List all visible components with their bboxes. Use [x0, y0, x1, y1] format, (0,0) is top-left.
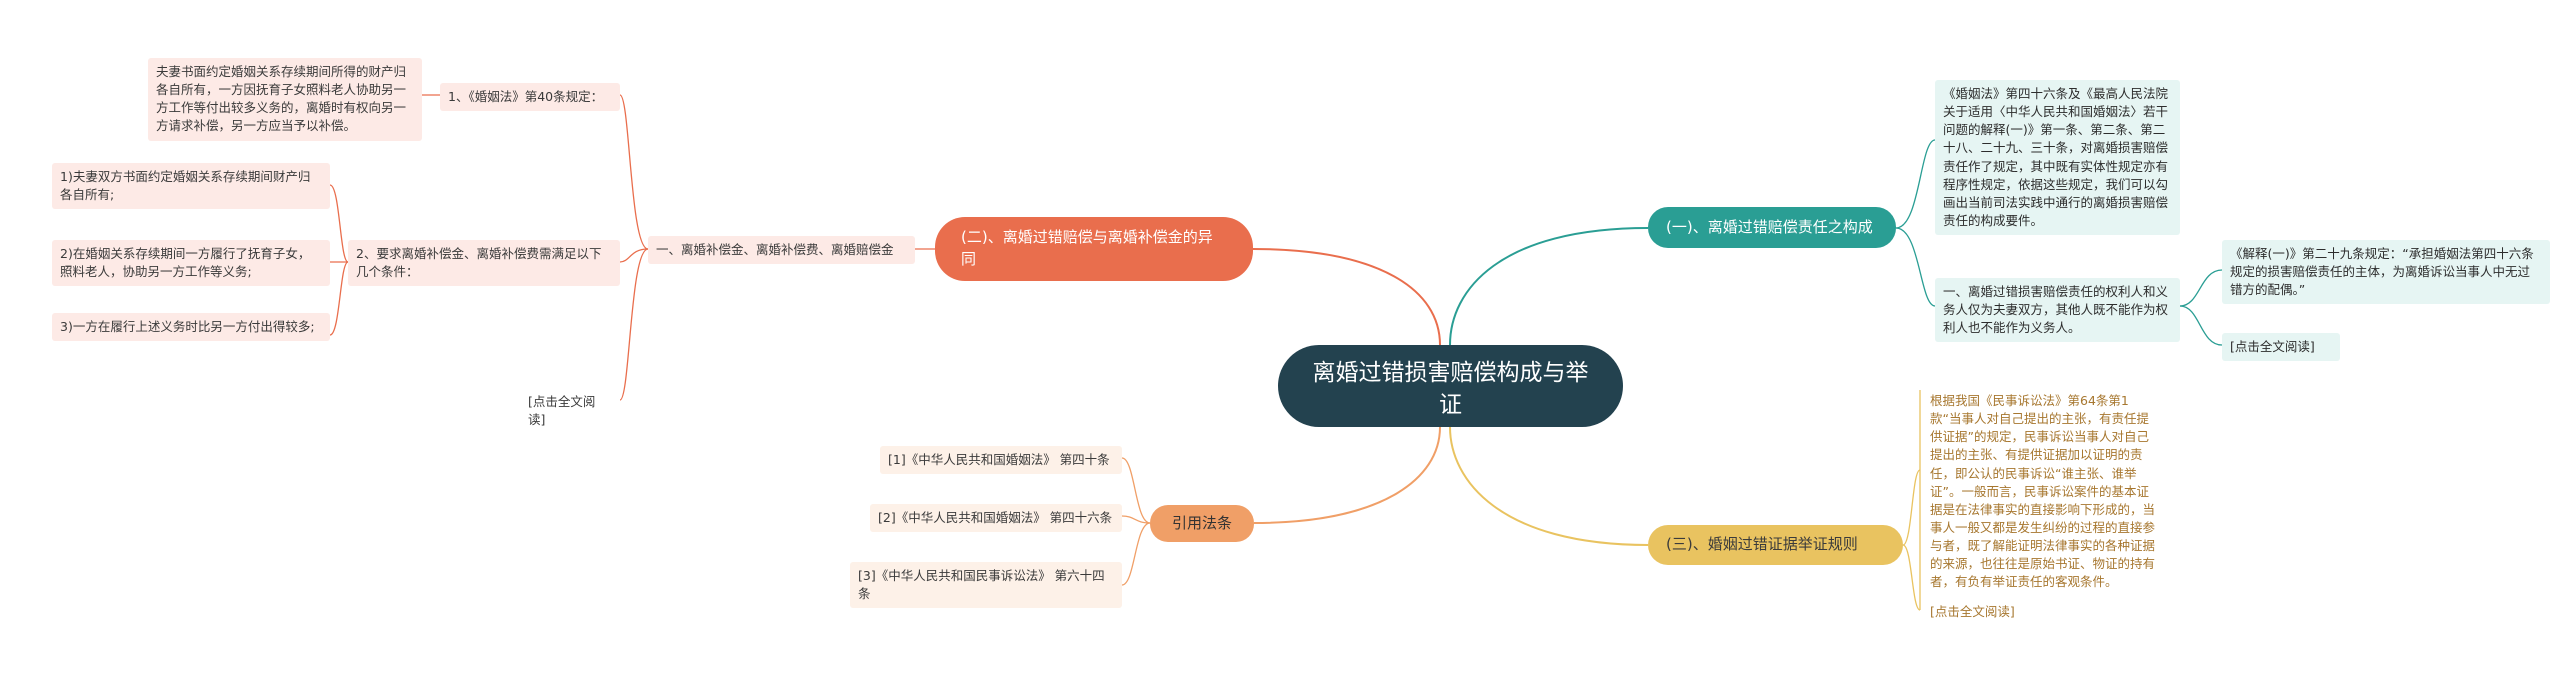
liability-read-more-link[interactable]: [点击全文阅读]: [2222, 333, 2340, 362]
interpretation-text: 《解释(一)》第二十九条规定：“承担婚姻法第四十六条规定的损害赔偿责任的主体，为…: [2230, 246, 2534, 298]
condition-2-note[interactable]: 2)在婚姻关系存续期间一方履行了抚育子女，照料老人，协助另一方工作等义务;: [52, 240, 330, 287]
edge-cite-1: [1121, 457, 1151, 524]
branch-difference[interactable]: (二)、离婚过错赔偿与离婚补偿金的异同: [935, 217, 1253, 281]
conditions-note[interactable]: 2、要求离婚补偿金、离婚补偿费需满足以下几个条件：: [348, 240, 620, 287]
condition-1-text: 1)夫妻双方书面约定婚姻关系存续期间财产归各自所有;: [60, 169, 311, 203]
citation-item-2-text: [2]《中华人民共和国婚姻法》 第四十六条: [878, 510, 1113, 525]
citation-item-3-text: [3]《中华人民共和国民事诉讼法》 第六十四条: [858, 568, 1105, 602]
root-topic[interactable]: 离婚过错损害赔偿构成与举证: [1278, 345, 1623, 427]
liability-basis-note[interactable]: 《婚姻法》第四十六条及《最高人民法院关于适用〈中华人民共和国婚姻法〉若干问题的解…: [1935, 80, 2180, 235]
edge-subject-readmore: [2179, 305, 2223, 346]
art40-text: 夫妻书面约定婚姻关系存续期间所得的财产归各自所有，一方因抚育子女照料老人协助另一…: [156, 64, 407, 134]
condition-2-text: 2)在婚姻关系存续期间一方履行了抚育子女，照料老人，协助另一方工作等义务;: [60, 246, 311, 280]
liability-read-more-label: [点击全文阅读]: [2230, 339, 2315, 354]
edge-center-liability: [1449, 227, 1649, 346]
condition-3-text: 3)一方在履行上述义务时比另一方付出得较多;: [60, 319, 315, 334]
branch-liability-label: (一)、离婚过错赔偿责任之构成: [1666, 218, 1873, 236]
citation-item-2[interactable]: [2]《中华人民共和国婚姻法》 第四十六条: [870, 504, 1122, 533]
evidence-read-more-label: [点击全文阅读]: [1930, 604, 2015, 619]
branch-citations[interactable]: 引用法条: [1150, 505, 1254, 542]
difference-hub-note[interactable]: 一、离婚补偿金、离婚补偿费、离婚赔偿金: [648, 236, 915, 265]
art40-note[interactable]: 1、《婚姻法》第40条规定：: [440, 83, 620, 112]
branch-difference-label: (二)、离婚过错赔偿与离婚补偿金的异同: [961, 228, 1213, 268]
root-topic-label: 离婚过错损害赔偿构成与举证: [1312, 360, 1589, 419]
difference-hub-text: 一、离婚补偿金、离婚补偿费、离婚赔偿金: [656, 242, 894, 257]
interpretation-note[interactable]: 《解释(一)》第二十九条规定：“承担婚姻法第四十六条规定的损害赔偿责任的主体，为…: [2222, 240, 2550, 305]
edge-liability-subject: [1895, 227, 1936, 307]
edge-center-evidence: [1449, 426, 1649, 546]
condition-1-note[interactable]: 1)夫妻双方书面约定婚姻关系存续期间财产归各自所有;: [52, 163, 330, 210]
branch-liability[interactable]: (一)、离婚过错赔偿责任之构成: [1648, 207, 1896, 248]
difference-read-more-link[interactable]: [点击全文阅读]: [520, 388, 620, 435]
art40-text-note[interactable]: 夫妻书面约定婚姻关系存续期间所得的财产归各自所有，一方因抚育子女照料老人协助另一…: [148, 58, 422, 141]
citation-item-3[interactable]: [3]《中华人民共和国民事诉讼法》 第六十四条: [850, 562, 1122, 609]
edge-subject-interp: [2179, 269, 2223, 307]
edge-liability-basis: [1895, 139, 1936, 229]
edge-hub-conditions: [619, 248, 649, 263]
branch-citations-label: 引用法条: [1171, 514, 1232, 532]
edge-cite-3: [1121, 522, 1151, 586]
citation-item-1[interactable]: [1]《中华人民共和国婚姻法》 第四十条: [880, 446, 1122, 475]
liability-basis-text: 《婚姻法》第四十六条及《最高人民法院关于适用〈中华人民共和国婚姻法〉若干问题的解…: [1943, 86, 2169, 228]
branch-evidence[interactable]: (三)、婚姻过错证据举证规则: [1648, 525, 1903, 565]
difference-read-more-label: [点击全文阅读]: [528, 394, 596, 428]
edge-evidence-line: [1902, 469, 1921, 546]
edge-center-difference: [1252, 248, 1441, 346]
evidence-rule-note[interactable]: 根据我国《民事诉讼法》第64条第1款“当事人对自己提出的主张，有责任提供证据”的…: [1922, 387, 2167, 597]
edge-cite-2: [1121, 515, 1151, 524]
condition-3-note[interactable]: 3)一方在履行上述义务时比另一方付出得较多;: [52, 313, 330, 342]
edge-hub-readmore: [619, 248, 649, 401]
edge-center-citations: [1253, 426, 1441, 524]
evidence-rule-text: 根据我国《民事诉讼法》第64条第1款“当事人对自己提出的主张，有责任提供证据”的…: [1930, 393, 2156, 590]
liability-subject-note[interactable]: 一、离婚过错损害赔偿责任的权利人和义务人仅为夫妻双方，其他人既不能作为权利人也不…: [1935, 278, 2180, 343]
evidence-read-more-link[interactable]: [点击全文阅读]: [1922, 598, 2040, 627]
edge-cond-c3: [329, 261, 349, 336]
liability-subject-text: 一、离婚过错损害赔偿责任的权利人和义务人仅为夫妻双方，其他人既不能作为权利人也不…: [1943, 284, 2169, 336]
edge-cond-c1: [329, 184, 349, 263]
art40-label: 1、《婚姻法》第40条规定：: [448, 89, 604, 104]
branch-evidence-label: (三)、婚姻过错证据举证规则: [1666, 535, 1858, 553]
citation-item-1-text: [1]《中华人民共和国婚姻法》 第四十条: [888, 452, 1110, 467]
conditions-text: 2、要求离婚补偿金、离婚补偿费需满足以下几个条件：: [356, 246, 602, 280]
edge-hub-art40: [619, 94, 649, 250]
